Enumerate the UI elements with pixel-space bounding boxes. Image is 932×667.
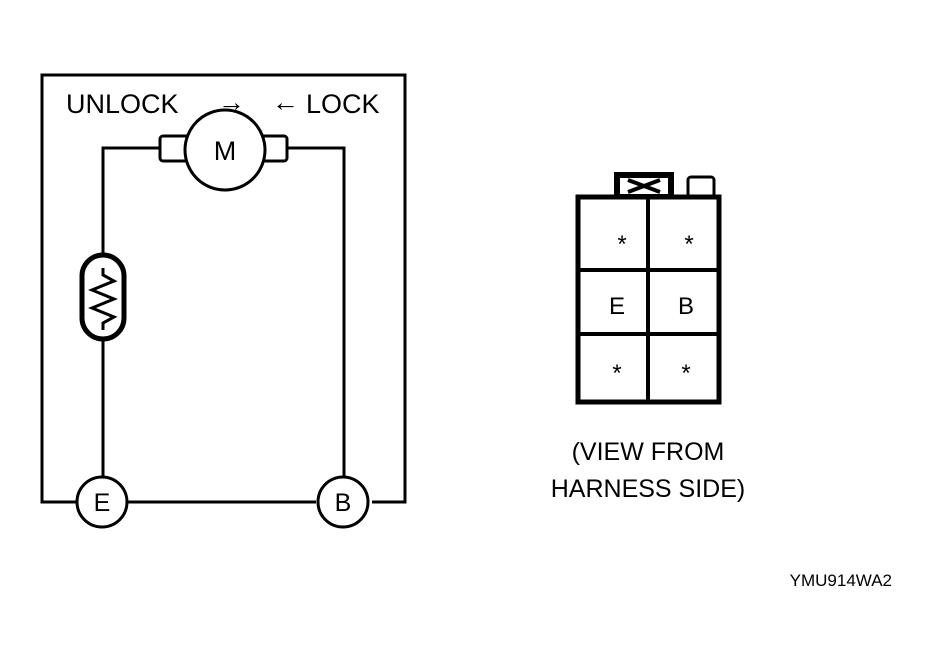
connector-small-tab (686, 175, 716, 199)
connector-pin: * (684, 231, 693, 258)
connector: * * E B * * (575, 172, 722, 405)
motor-label: M (214, 136, 237, 166)
connector-pin: E (609, 293, 625, 320)
unlock-label: UNLOCK (66, 89, 179, 119)
right-wire (287, 146, 346, 476)
connector-pin: B (678, 293, 694, 320)
connector-pin: * (612, 360, 621, 387)
left-wire (101, 146, 160, 476)
figure-code: YMU914WA2 (790, 571, 892, 590)
terminal-e-label: E (94, 489, 111, 517)
connector-caption-line1: (VIEW FROM (572, 438, 725, 466)
connector-lock-tab-mark (627, 178, 661, 194)
outer-frame (40, 73, 407, 504)
motor-circle (183, 108, 267, 192)
connector-pin: * (617, 231, 626, 258)
lock-label: LOCK (306, 89, 380, 119)
connector-caption-line2: HARNESS SIDE) (551, 475, 745, 503)
unlock-arrow: → (218, 87, 245, 117)
terminal-b-circle (316, 475, 370, 529)
circuit-breaker-icon (79, 252, 127, 342)
terminal-e-circle (75, 475, 129, 529)
lock-arrow: ← (272, 87, 299, 117)
connector-pin: * (681, 360, 690, 387)
terminal-b-label: B (335, 489, 352, 517)
